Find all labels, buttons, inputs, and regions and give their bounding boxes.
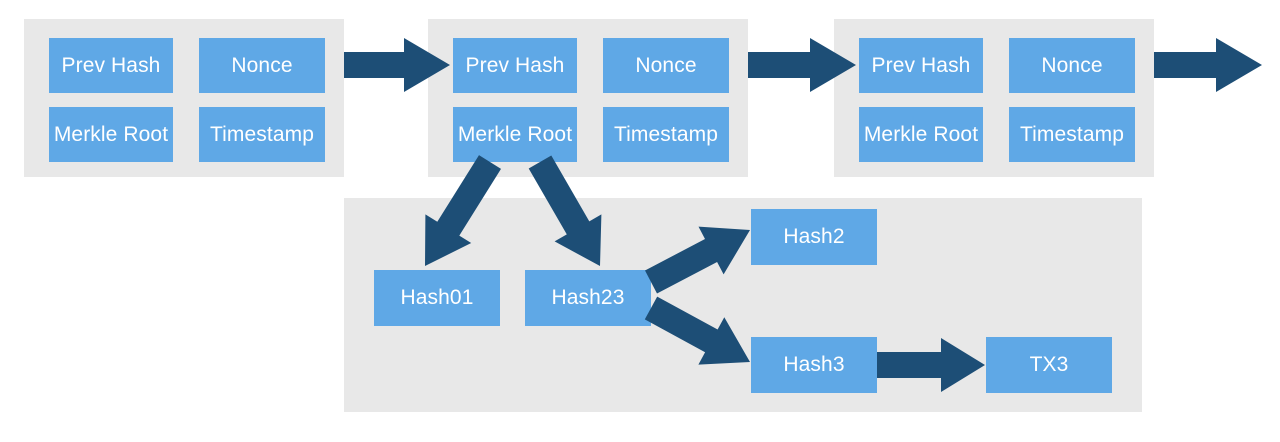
block-1-timestamp: Timestamp: [199, 107, 325, 162]
block-2-prev-hash: Prev Hash: [453, 38, 577, 93]
block-1-merkle-root: Merkle Root: [49, 107, 173, 162]
block-1-prev-hash: Prev Hash: [49, 38, 173, 93]
block-2-nonce: Nonce: [603, 38, 729, 93]
node-hash2: Hash2: [751, 209, 877, 265]
block-2-timestamp: Timestamp: [603, 107, 729, 162]
block-3-timestamp: Timestamp: [1009, 107, 1135, 162]
node-hash23: Hash23: [525, 270, 651, 326]
block-1-nonce: Nonce: [199, 38, 325, 93]
node-tx3: TX3: [986, 337, 1112, 393]
node-hash3: Hash3: [751, 337, 877, 393]
node-hash01: Hash01: [374, 270, 500, 326]
arrow-block3-to-next: [1154, 38, 1262, 92]
block-2-merkle-root: Merkle Root: [453, 107, 577, 162]
block-3-nonce: Nonce: [1009, 38, 1135, 93]
block-3-prev-hash: Prev Hash: [859, 38, 983, 93]
block-3-merkle-root: Merkle Root: [859, 107, 983, 162]
